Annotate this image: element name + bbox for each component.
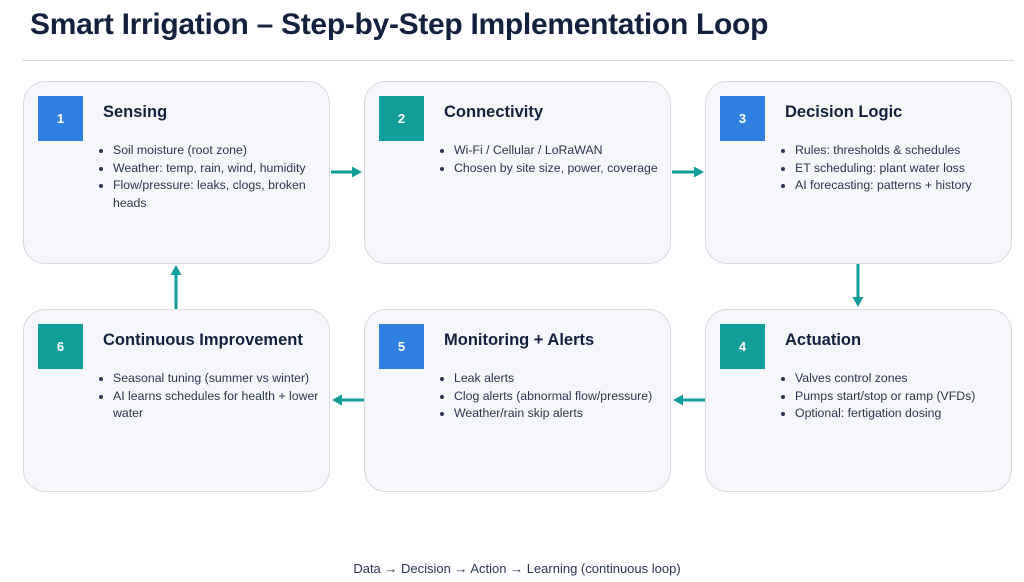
step-title: Decision Logic bbox=[785, 103, 903, 121]
step-card-actuation: 4 Actuation Valves control zones Pumps s… bbox=[705, 309, 1012, 492]
step-number-badge: 3 bbox=[720, 96, 765, 141]
step-title: Actuation bbox=[785, 331, 862, 349]
list-item: Optional: fertigation dosing bbox=[795, 405, 1023, 423]
step-bullet-list: Valves control zones Pumps start/stop or… bbox=[777, 370, 1023, 423]
arrow-improvement-to-sensing bbox=[170, 265, 182, 309]
arrow-decision-to-actuation bbox=[852, 264, 864, 307]
step-title: Continuous Improvement bbox=[103, 331, 303, 349]
page-title: Smart Irrigation – Step-by-Step Implemen… bbox=[30, 8, 769, 41]
step-number-badge: 6 bbox=[38, 324, 83, 369]
step-title: Sensing bbox=[103, 103, 168, 121]
step-bullet-list: Soil moisture (root zone) Weather: temp,… bbox=[95, 142, 341, 212]
step-title: Connectivity bbox=[444, 103, 544, 121]
list-item: Wi-Fi / Cellular / LoRaWAN bbox=[454, 142, 682, 160]
list-item: Weather: temp, rain, wind, humidity bbox=[113, 160, 341, 178]
step-title: Monitoring + Alerts bbox=[444, 331, 595, 349]
list-item: Rules: thresholds & schedules bbox=[795, 142, 1023, 160]
footer-caption: Data → Decision → Action → Learning (con… bbox=[353, 561, 681, 576]
step-number-badge: 2 bbox=[379, 96, 424, 141]
list-item: Weather/rain skip alerts bbox=[454, 405, 682, 423]
step-card-sensing: 1 Sensing Soil moisture (root zone) Weat… bbox=[23, 81, 330, 264]
step-card-connectivity: 2 Connectivity Wi-Fi / Cellular / LoRaWA… bbox=[364, 81, 671, 264]
step-card-continuous-improvement: 6 Continuous Improvement Seasonal tuning… bbox=[23, 309, 330, 492]
step-bullet-list: Seasonal tuning (summer vs winter) AI le… bbox=[95, 370, 341, 423]
list-item: Soil moisture (root zone) bbox=[113, 142, 341, 160]
list-item: Flow/pressure: leaks, clogs, broken head… bbox=[113, 177, 341, 212]
list-item: AI learns schedules for health + lower w… bbox=[113, 388, 341, 423]
list-item: Chosen by site size, power, coverage bbox=[454, 160, 682, 178]
step-number-badge: 4 bbox=[720, 324, 765, 369]
step-card-decision-logic: 3 Decision Logic Rules: thresholds & sch… bbox=[705, 81, 1012, 264]
step-bullet-list: Leak alerts Clog alerts (abnormal flow/p… bbox=[436, 370, 682, 423]
list-item: Pumps start/stop or ramp (VFDs) bbox=[795, 388, 1023, 406]
list-item: AI forecasting: patterns + history bbox=[795, 177, 1023, 195]
title-divider bbox=[22, 60, 1014, 61]
list-item: ET scheduling: plant water loss bbox=[795, 160, 1023, 178]
step-bullet-list: Wi-Fi / Cellular / LoRaWAN Chosen by sit… bbox=[436, 142, 682, 177]
step-card-monitoring-alerts: 5 Monitoring + Alerts Leak alerts Clog a… bbox=[364, 309, 671, 492]
list-item: Clog alerts (abnormal flow/pressure) bbox=[454, 388, 682, 406]
step-bullet-list: Rules: thresholds & schedules ET schedul… bbox=[777, 142, 1023, 195]
list-item: Leak alerts bbox=[454, 370, 682, 388]
step-number-badge: 1 bbox=[38, 96, 83, 141]
list-item: Seasonal tuning (summer vs winter) bbox=[113, 370, 341, 388]
step-number-badge: 5 bbox=[379, 324, 424, 369]
list-item: Valves control zones bbox=[795, 370, 1023, 388]
